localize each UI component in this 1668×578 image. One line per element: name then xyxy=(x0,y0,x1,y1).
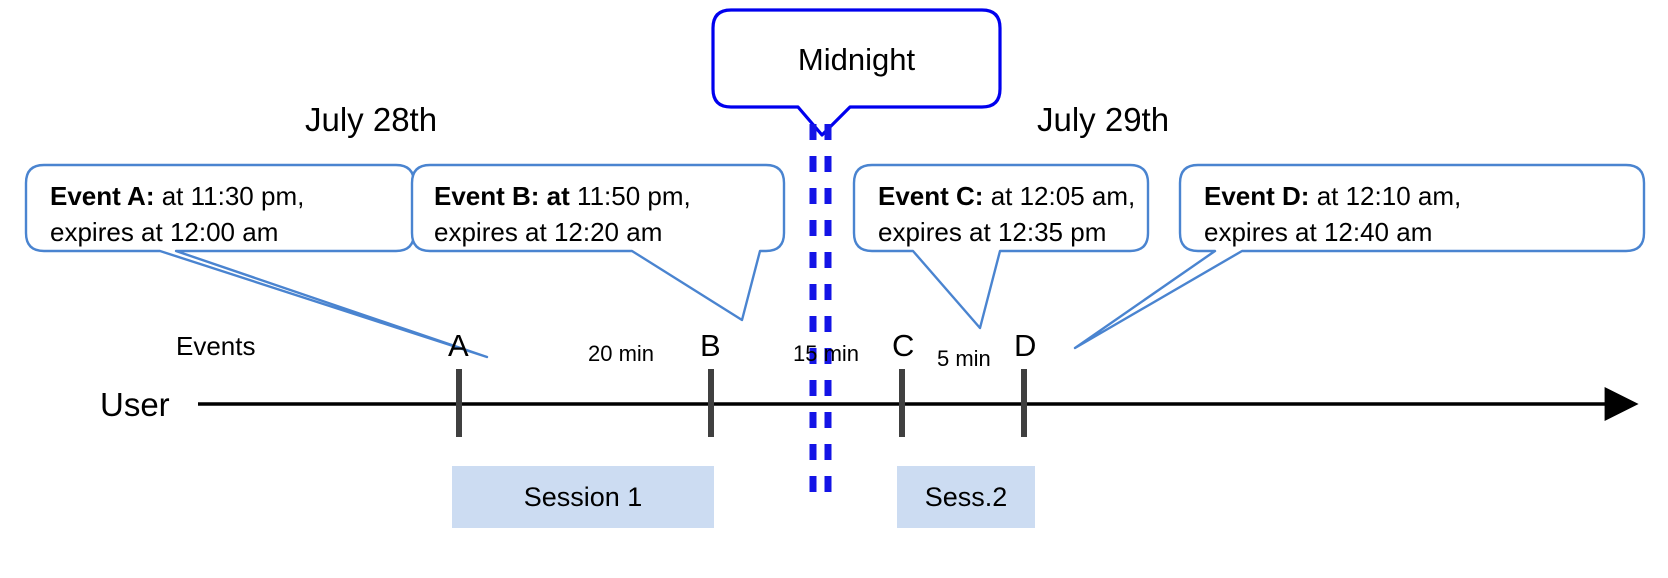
event-d-line1-rest: at 12:10 am, xyxy=(1309,181,1462,211)
marker-label-a: A xyxy=(448,328,469,363)
midnight-callout-shape xyxy=(711,8,1002,137)
event-b-callout-text: Event B: at 11:50 pm, expires at 12:20 a… xyxy=(434,178,691,250)
marker-label-b: B xyxy=(700,328,721,363)
event-a-callout-text: Event A: at 11:30 pm, expires at 12:00 a… xyxy=(50,178,304,250)
date-label-july-28: July 28th xyxy=(305,101,438,138)
event-c-callout-text: Event C: at 12:05 am, expires at 12:35 p… xyxy=(878,178,1135,250)
gap-label-ab: 20 min xyxy=(588,341,655,366)
session-2-label: Sess.2 xyxy=(924,482,1008,512)
marker-label-c: C xyxy=(892,328,915,363)
event-a-line2: expires at 12:00 am xyxy=(50,217,279,247)
session-2-box xyxy=(897,466,1035,528)
midnight-label: Midnight xyxy=(797,42,916,77)
event-a-line1-rest: at 11:30 pm, xyxy=(154,181,305,211)
event-d-callout-text: Event D: at 12:10 am, expires at 12:40 a… xyxy=(1204,178,1461,250)
event-d-bold: Event D: xyxy=(1204,181,1310,211)
event-b-callout-shape xyxy=(410,163,786,322)
event-c-line2: expires at 12:35 pm xyxy=(878,217,1107,247)
events-row-label: Events xyxy=(176,331,256,361)
event-b-line2: expires at 12:20 am xyxy=(434,217,663,247)
marker-label-d: D xyxy=(1014,328,1037,363)
event-d-callout-shape xyxy=(1073,163,1646,350)
event-a-bold: Event A: xyxy=(50,181,155,211)
event-d-line2: expires at 12:40 am xyxy=(1204,217,1433,247)
gap-label-cd: 5 min xyxy=(937,346,991,371)
event-c-callout-shape xyxy=(852,163,1150,330)
gap-label-bc: 15 min xyxy=(793,341,860,366)
event-c-bold: Event C: xyxy=(878,181,984,211)
date-label-july-29: July 29th xyxy=(1037,101,1170,138)
event-b-line1-rest: 11:50 pm, xyxy=(569,181,691,211)
session-1-label: Session 1 xyxy=(523,482,643,512)
event-c-line1-rest: at 12:05 am, xyxy=(983,181,1136,211)
user-axis-label: User xyxy=(100,386,170,423)
event-b-bold: Event B: at xyxy=(434,181,570,211)
session-1-box xyxy=(452,466,714,528)
